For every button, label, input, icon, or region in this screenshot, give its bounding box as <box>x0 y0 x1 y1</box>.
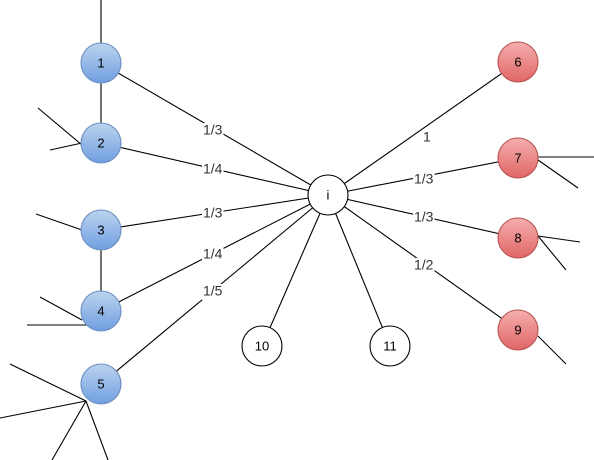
edge-stub-4 <box>35 213 83 231</box>
node-label-7: 7 <box>514 150 521 165</box>
edge-stub-2 <box>37 107 83 146</box>
edge-label-1-i: 1/3 <box>203 122 223 138</box>
edge-6-i <box>327 61 519 196</box>
node-circle-11 <box>369 325 411 367</box>
node-circle-1 <box>80 42 122 84</box>
node-circle-2 <box>80 122 122 164</box>
edge-label-5-i: 1/5 <box>203 283 223 299</box>
node-label-8: 8 <box>514 230 521 245</box>
node-8: 8 <box>497 217 539 259</box>
node-6: 6 <box>497 41 539 83</box>
node-label-3: 3 <box>97 222 104 237</box>
edge-label-7-i: 1/3 <box>414 171 434 187</box>
node-7: 7 <box>497 137 539 179</box>
edge-11-i <box>327 194 391 347</box>
node-circle-10 <box>241 325 283 367</box>
edge-label-3-i: 1/3 <box>203 205 223 221</box>
node-label-9: 9 <box>514 322 521 337</box>
node-9: 9 <box>497 309 539 351</box>
edge-label-background <box>202 123 224 139</box>
edge-label-9-i: 1/2 <box>414 257 434 273</box>
edge-stub-14 <box>537 235 567 271</box>
node-5: 5 <box>80 363 122 405</box>
node-circle-4 <box>80 290 122 332</box>
node-label-10: 10 <box>255 338 269 353</box>
edge-label-background <box>413 172 435 188</box>
node-circle-7 <box>497 137 539 179</box>
edge-stub-9 <box>51 400 87 460</box>
node-11: 11 <box>369 325 411 367</box>
node-circle-6 <box>497 41 539 83</box>
node-label-i: i <box>327 187 330 202</box>
edge-stub-13 <box>537 235 581 243</box>
edge-label-4-i: 1/4 <box>203 246 223 262</box>
node-3: 3 <box>80 209 122 251</box>
edge-label-background <box>422 130 432 146</box>
edge-label-background <box>202 284 224 300</box>
graph-edges <box>100 61 519 385</box>
node-1: 1 <box>80 42 122 84</box>
edge-label-background <box>202 247 224 263</box>
node-label-2: 2 <box>97 135 104 150</box>
edge-stub-15 <box>537 335 567 365</box>
graph-nodes: 1 2 3 4 5 6 7 8 9 i 10 11 <box>80 41 539 405</box>
edge-label-background <box>413 258 435 274</box>
node-10: 10 <box>241 325 283 367</box>
edge-label-background <box>202 206 224 222</box>
node-label-11: 11 <box>383 338 397 353</box>
node-label-6: 6 <box>514 54 521 69</box>
edge-stub-12 <box>537 159 579 189</box>
node-circle-9 <box>497 309 539 351</box>
node-circle-3 <box>80 209 122 251</box>
edge-weight-labels: 1/3 1/4 1/3 1/4 1/5 1 1/3 1/3 1/2 <box>202 122 435 300</box>
node-label-1: 1 <box>97 55 104 70</box>
node-circle-5 <box>80 363 122 405</box>
edge-stub-3 <box>49 142 83 151</box>
node-i: i <box>307 174 349 216</box>
edge-stub-7 <box>9 363 87 402</box>
node-2: 2 <box>80 122 122 164</box>
edge-label-8-i: 1/3 <box>414 209 434 225</box>
node-circle-8 <box>497 217 539 259</box>
edge-label-6-i: 1 <box>423 129 431 145</box>
edge-stub-5 <box>39 296 83 321</box>
edge-stub-8 <box>0 400 87 419</box>
edge-10-i <box>261 194 329 347</box>
edge-label-background <box>413 210 435 226</box>
node-4: 4 <box>80 290 122 332</box>
node-circle-i <box>307 174 349 216</box>
edge-label-2-i: 1/4 <box>203 161 223 177</box>
edge-stub-10 <box>85 400 109 460</box>
edge-label-background <box>202 162 224 178</box>
node-label-5: 5 <box>97 376 104 391</box>
node-label-4: 4 <box>97 303 104 318</box>
